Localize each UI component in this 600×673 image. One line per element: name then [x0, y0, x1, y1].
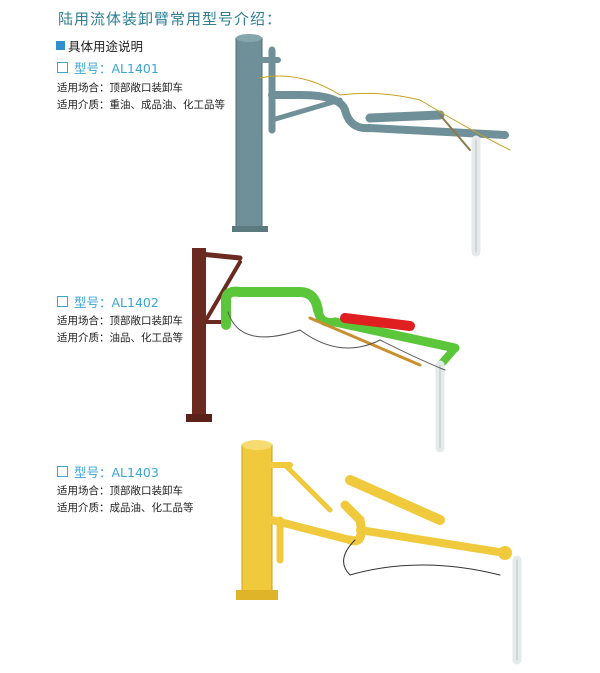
model-2-medium: 适用介质：油品、化工品等 [57, 332, 183, 344]
checkbox-icon [57, 62, 68, 73]
model-1-title: 型号：AL1401 [57, 58, 159, 77]
model-label: 型号：AL1402 [74, 295, 159, 310]
checkbox-icon [57, 296, 68, 307]
model-1-medium: 适用介质：重油、成品油、化工品等 [57, 99, 225, 111]
section-label: 具体用途说明 [68, 39, 144, 54]
checkbox-icon [57, 466, 68, 477]
page-title: 陆用流体装卸臂常用型号介绍： [58, 10, 283, 28]
model-3-title: 型号：AL1403 [57, 462, 159, 481]
loading-arm-al1401-image [232, 34, 511, 257]
model-2-scene: 适用场合：顶部敞口装卸车 [57, 315, 183, 327]
model-label: 型号：AL1403 [74, 465, 159, 480]
loading-arm-al1403-image [236, 440, 522, 665]
section-heading: 具体用途说明 [56, 36, 143, 55]
model-label: 型号：AL1401 [74, 61, 159, 76]
model-3-medium: 适用介质：成品油、化工品等 [57, 502, 194, 514]
model-1-scene: 适用场合：顶部敞口装卸车 [57, 82, 183, 94]
loading-arm-al1402-image [186, 248, 460, 453]
model-2-title: 型号：AL1402 [57, 292, 159, 311]
model-3-scene: 适用场合：顶部敞口装卸车 [57, 485, 183, 497]
square-bullet-icon [56, 41, 65, 50]
